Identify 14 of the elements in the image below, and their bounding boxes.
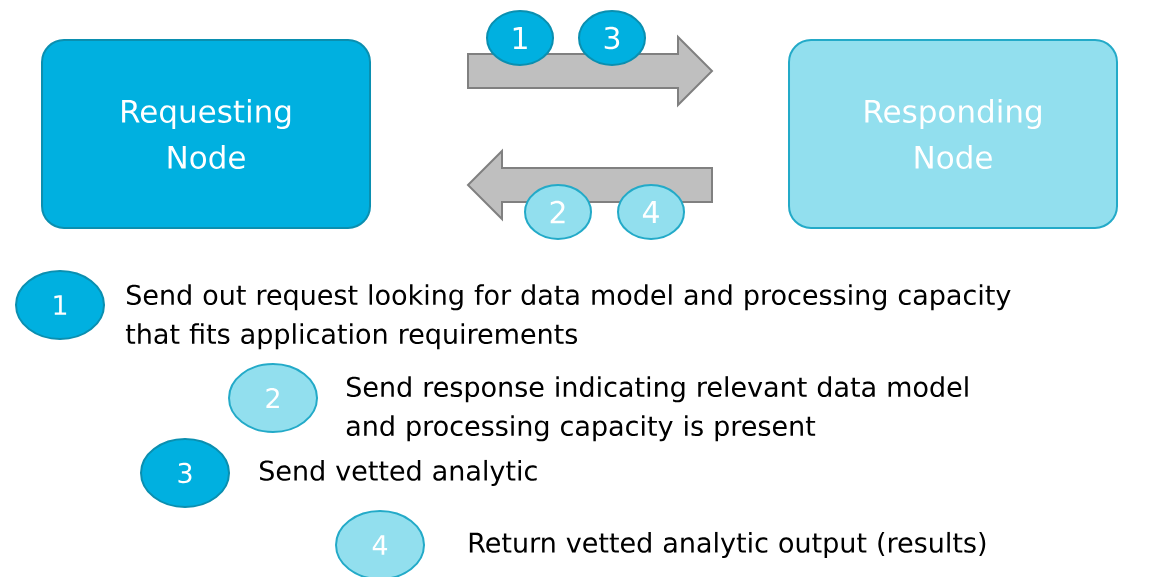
description-text: Send response indicating relevant data model and processing capacity is present [346, 376, 968, 442]
number-badge: 2 [524, 184, 592, 240]
number-badge: 1 [486, 10, 554, 66]
number-badge: 2 [228, 363, 318, 433]
number-badge: 1 [15, 270, 105, 340]
process-box: Responding Node [788, 39, 1118, 229]
number-badge: 4 [617, 184, 685, 240]
process-box: Requesting Node [41, 39, 371, 229]
number-badge: 3 [578, 10, 646, 66]
description-text: Return vetted analytic output (results) [469, 531, 986, 559]
number-badge: 4 [335, 510, 425, 577]
number-badge: 3 [140, 438, 230, 508]
description-text: Send out request looking for data model and processing capacity that fits application requirements [125, 284, 1011, 350]
description-text: Send vetted analytic [260, 459, 537, 487]
